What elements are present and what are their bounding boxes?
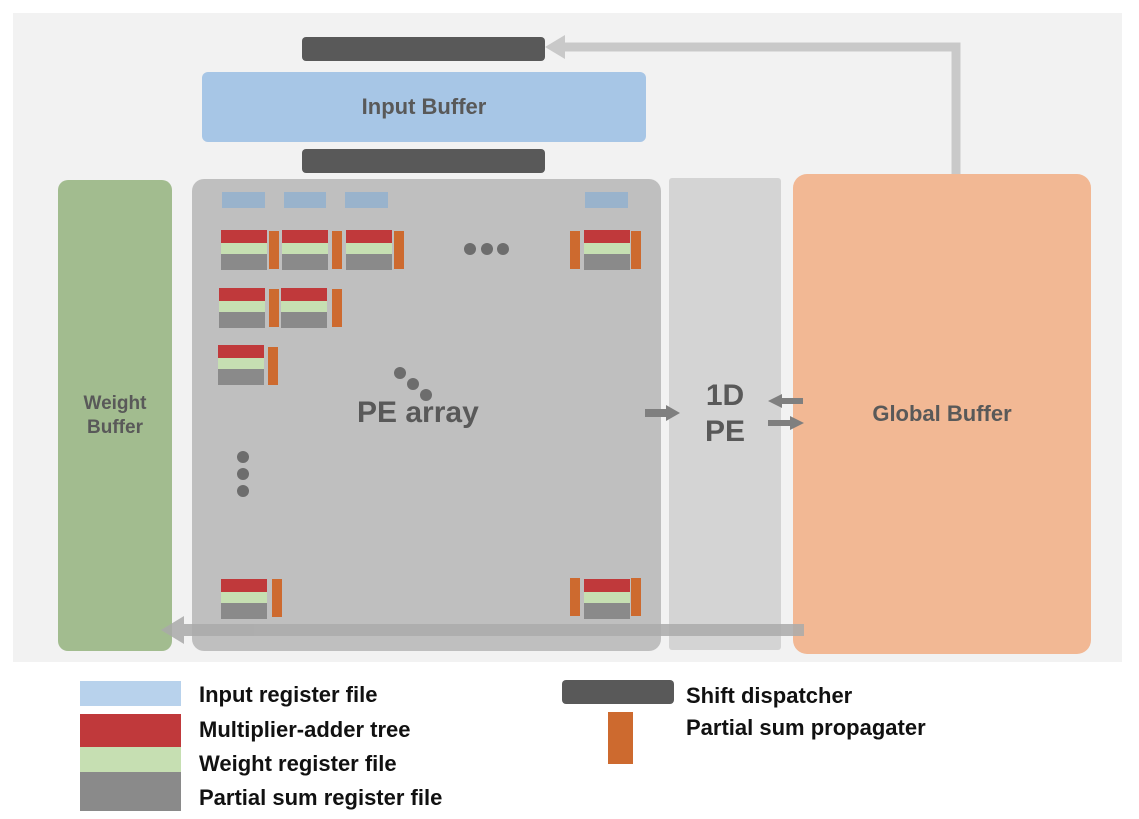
processing-element — [282, 230, 328, 270]
ellipsis-dot — [497, 243, 509, 255]
input-register-file — [585, 192, 628, 208]
ellipsis-dot — [481, 243, 493, 255]
ellipsis-dot — [420, 389, 432, 401]
partial-sum-propagater — [570, 578, 580, 616]
ellipsis-dot — [237, 485, 249, 497]
processing-element — [219, 288, 265, 328]
processing-element — [584, 579, 630, 619]
legend-partial-sum-propagater: Partial sum propagater — [686, 715, 926, 740]
partial-sum-propagater — [269, 289, 279, 327]
ellipsis-dot — [464, 243, 476, 255]
input-register-file — [284, 192, 326, 208]
weight-buffer-label: Weight Buffer — [83, 392, 147, 438]
ellipsis-dot — [407, 378, 419, 390]
partial-sum-propagater — [268, 347, 278, 385]
input-register-file — [345, 192, 388, 208]
shift-dispatcher-bottom — [302, 149, 545, 173]
partial-sum-propagater — [394, 231, 404, 269]
pe-array-label: PE array — [357, 396, 479, 429]
bidirectional-arrow — [768, 394, 804, 430]
one-d-pe: 1D PE — [669, 178, 781, 650]
partial-sum-propagater — [631, 578, 641, 616]
global-buffer-label: Global Buffer — [872, 401, 1012, 426]
legend-partial-sum-register-file: Partial sum register file — [199, 785, 443, 810]
partial-sum-propagater — [332, 289, 342, 327]
input-buffer: Input Buffer — [202, 72, 646, 142]
processing-element — [221, 230, 267, 270]
legend-swatch-weight-register-file — [80, 747, 181, 772]
legend-swatch-multiplier-adder-tree — [80, 714, 181, 747]
input-register-file — [222, 192, 265, 208]
return-to-weight-buffer-arrow — [161, 616, 804, 644]
weight-buffer: Weight Buffer — [58, 180, 172, 651]
legend-weight-register-file: Weight register file — [199, 751, 397, 776]
partial-sum-propagater — [570, 231, 580, 269]
partial-sum-propagater — [631, 231, 641, 269]
legend-swatch-shift-dispatcher — [562, 680, 674, 704]
partial-sum-propagater — [272, 579, 282, 617]
legend-swatch-partial-sum-register-file — [80, 772, 181, 811]
one-d-pe-label: 1D PE — [704, 379, 746, 448]
input-buffer-label: Input Buffer — [361, 94, 487, 119]
processing-element — [346, 230, 392, 270]
processing-element — [584, 230, 630, 270]
ellipsis-dot — [237, 451, 249, 463]
processing-element — [218, 345, 264, 385]
legend-multiplier-adder-tree: Multiplier-adder tree — [199, 717, 411, 742]
legend-swatch-input-register-file — [80, 681, 181, 706]
legend-swatch-partial-sum-propagater — [608, 712, 633, 764]
legend-shift-dispatcher: Shift dispatcher — [686, 683, 853, 708]
partial-sum-propagater — [269, 231, 279, 269]
processing-element — [281, 288, 327, 328]
global-buffer: Global Buffer — [793, 174, 1091, 654]
shift-dispatcher-top — [302, 37, 545, 61]
ellipsis-dot — [394, 367, 406, 379]
ellipsis-dot — [237, 468, 249, 480]
processing-element — [221, 579, 267, 619]
partial-sum-propagater — [332, 231, 342, 269]
legend-input-register-file: Input register file — [199, 682, 378, 707]
pe-to-1dpe-arrow — [645, 405, 680, 421]
